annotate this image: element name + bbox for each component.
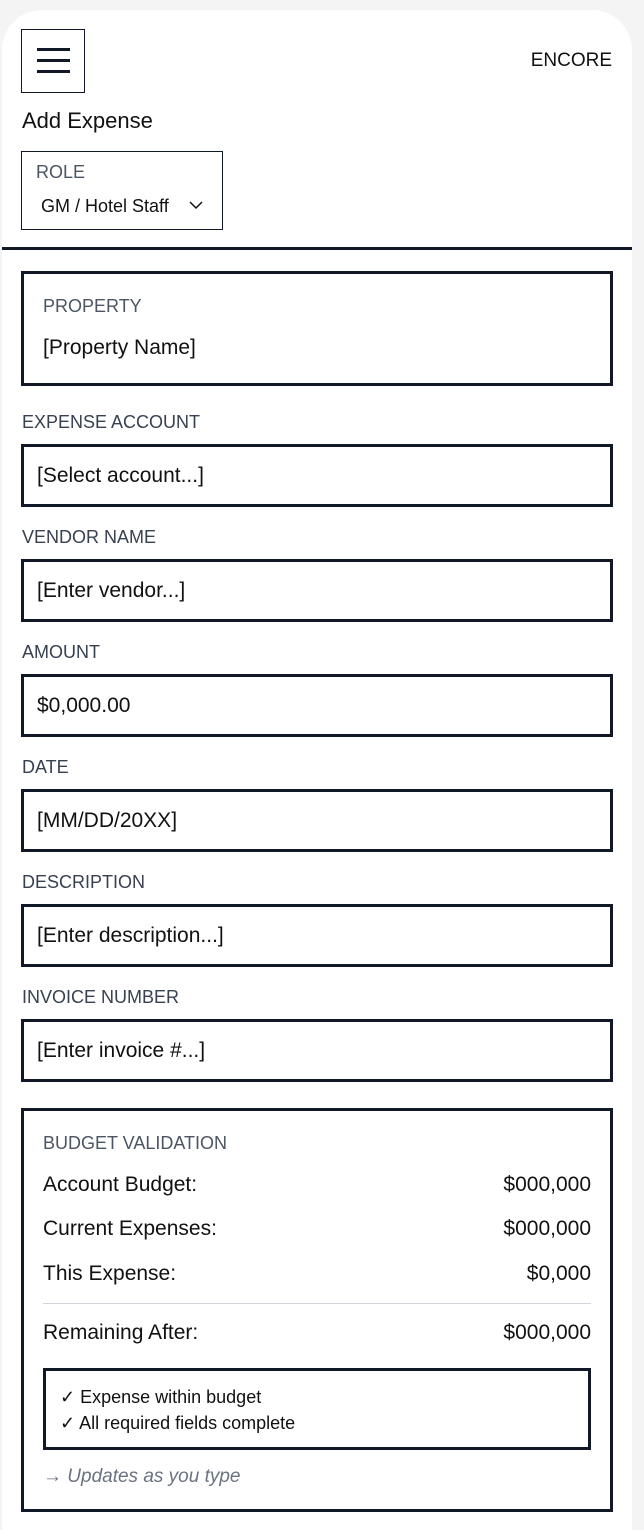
budget-row-account-budget: Account Budget: $000,000 [43, 1173, 591, 1197]
budget-row-current-expenses: Current Expenses: $000,000 [43, 1217, 591, 1241]
check-fields-complete: ✓ All required fields complete [60, 1413, 296, 1433]
budget-divider [43, 1303, 591, 1304]
expense-account-label: EXPENSE ACCOUNT [22, 412, 201, 432]
remaining-label: Remaining After: [43, 1321, 199, 1344]
role-select[interactable]: ROLE GM / Hotel Staff [21, 151, 223, 230]
budget-title: BUDGET VALIDATION [43, 1133, 228, 1153]
updates-hint: → Updates as you type [43, 1466, 241, 1487]
property-value: [Property Name] [43, 336, 196, 359]
hamburger-menu-icon-line [37, 70, 70, 73]
budget-row-remaining: Remaining After: $000,000 [43, 1321, 591, 1345]
amount-label: AMOUNT [22, 642, 100, 662]
expense-account-select[interactable]: [Select account...] [21, 444, 613, 507]
menu-button[interactable] [21, 29, 85, 93]
invoice-number-label: INVOICE NUMBER [22, 987, 180, 1007]
budget-row-label: This Expense: [43, 1262, 177, 1285]
check-within-budget: ✓ Expense within budget [60, 1387, 262, 1407]
validation-checks: ✓ Expense within budget ✓ All required f… [43, 1368, 591, 1450]
remaining-value: $000,000 [503, 1321, 591, 1344]
brand-logo[interactable]: ENCORE [530, 50, 612, 71]
date-input[interactable]: [MM/DD/20XX] [21, 789, 613, 852]
property-label: PROPERTY [43, 296, 142, 316]
hamburger-menu-icon [37, 48, 70, 51]
hamburger-menu-icon-line [37, 59, 70, 62]
budget-row-value: $000,000 [503, 1173, 591, 1196]
description-label: DESCRIPTION [22, 872, 146, 892]
property-card: PROPERTY [Property Name] [21, 271, 613, 386]
invoice-number-input[interactable]: [Enter invoice #...] [21, 1019, 613, 1082]
budget-row-value: $000,000 [503, 1217, 591, 1240]
budget-row-label: Current Expenses: [43, 1217, 217, 1240]
budget-validation-panel: BUDGET VALIDATION Account Budget: $000,0… [21, 1108, 613, 1512]
description-input[interactable]: [Enter description...] [21, 904, 613, 967]
budget-row-value: $0,000 [526, 1262, 591, 1285]
budget-row-this-expense: This Expense: $0,000 [43, 1262, 591, 1286]
role-label: ROLE [36, 162, 86, 182]
role-value: GM / Hotel Staff [41, 196, 169, 216]
app-card: ENCORE Add Expense ROLE GM / Hotel Staff… [2, 10, 632, 1530]
budget-row-label: Account Budget: [43, 1173, 198, 1196]
page-title: Add Expense [22, 108, 153, 133]
chevron-down-icon [189, 201, 203, 210]
vendor-name-input[interactable]: [Enter vendor...] [21, 559, 613, 622]
amount-input[interactable]: $0,000.00 [21, 674, 613, 737]
date-label: DATE [22, 757, 69, 777]
header-divider [2, 247, 632, 250]
vendor-name-label: VENDOR NAME [22, 527, 157, 547]
